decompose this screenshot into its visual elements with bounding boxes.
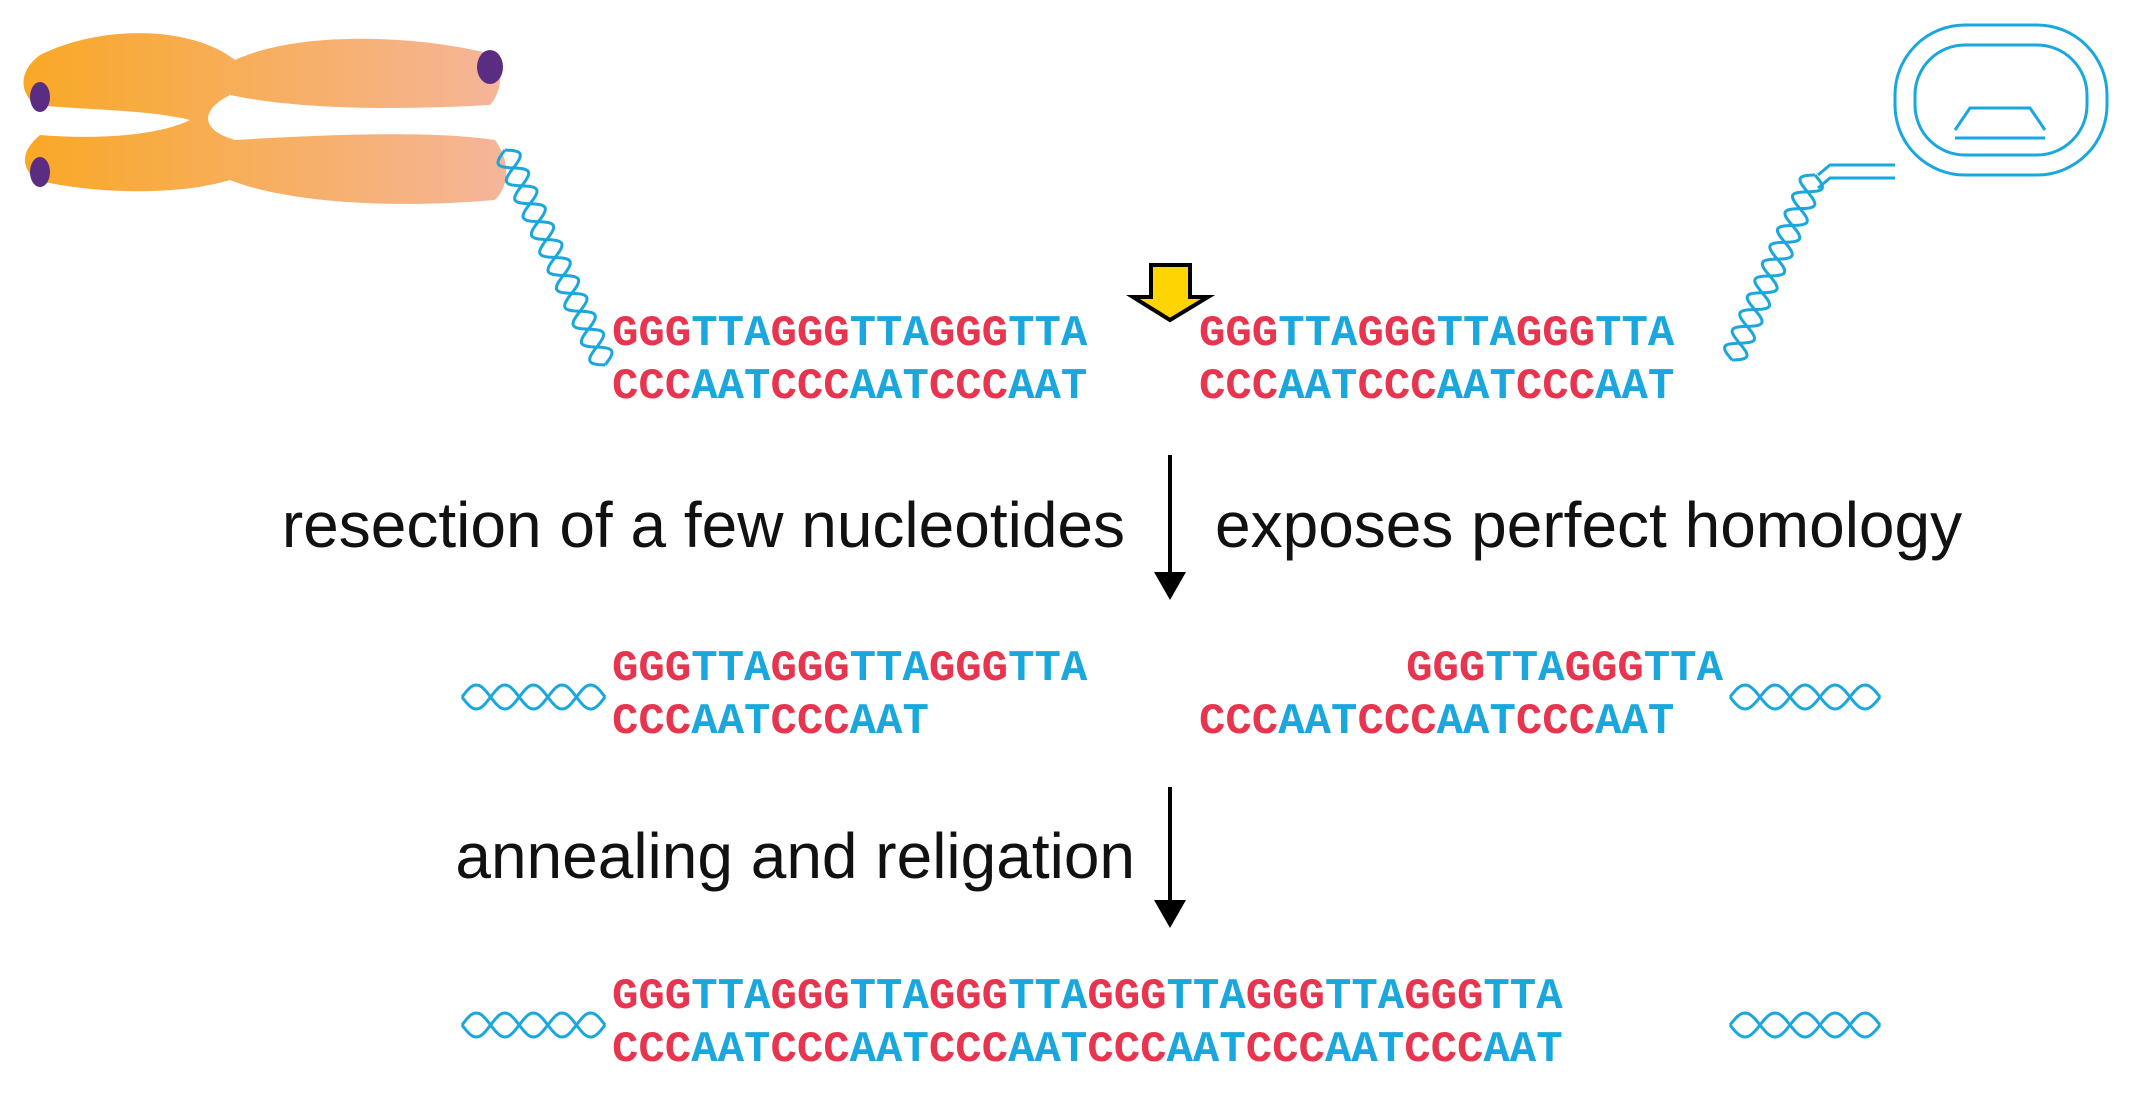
dna-helices: [460, 148, 1882, 1039]
telomere-cap: [477, 50, 503, 84]
sequence-row1-right-top: GGGTTAGGGTTAGGGTTA: [1199, 309, 1675, 359]
caption-homology: exposes perfect homology: [1215, 489, 1962, 561]
sequence-row1-left-bottom: CCCAATCCCAATCCCAAT: [612, 362, 1087, 412]
down-arrow-icon: [1154, 787, 1186, 928]
helix-row3-right-strand-a: [1728, 1011, 1882, 1039]
chromosome-icon: [23, 33, 507, 204]
helix-row3-left-strand-b: [460, 1011, 607, 1039]
telomere-cap: [30, 157, 50, 187]
telomere-cap: [30, 82, 50, 112]
caption-annealing: annealing and religation: [455, 820, 1135, 892]
sequence-row2-right-top: GGGTTAGGGTTA: [1406, 644, 1723, 694]
sequence-row1-right-bottom: CCCAATCCCAATCCCAAT: [1199, 362, 1674, 412]
down-arrow-icon: [1125, 263, 1216, 323]
sequence-row2-left-bottom: CCCAATCCCAAT: [612, 697, 929, 747]
helix-row2-left-strand-b: [460, 683, 607, 711]
helix-left-diagonal-strand-b: [504, 148, 606, 367]
sequence-row1-left-top: GGGTTAGGGTTAGGGTTA: [612, 309, 1088, 359]
helix-row2-left-strand-a: [460, 683, 607, 711]
sequence-row3-bottom: CCCAATCCCAATCCCAATCCCAATCCCAATCCCAAT: [612, 1025, 1563, 1075]
helix-right-diagonal-strand-b: [1730, 174, 1824, 362]
helix-row2-right-strand-a: [1728, 683, 1882, 711]
sequence-row2-right-bottom: CCCAATCCCAATCCCAAT: [1199, 697, 1674, 747]
helix-row3-left-strand-a: [460, 1011, 607, 1039]
caption-resection: resection of a few nucleotides: [282, 489, 1125, 561]
plasmid-icon: [1817, 23, 2109, 190]
helix-right-diagonal-strand-a: [1723, 173, 1817, 361]
helix-row3-right-strand-b: [1728, 1011, 1882, 1039]
down-arrow-icon: [1154, 455, 1186, 600]
sequence-row2-left-top: GGGTTAGGGTTAGGGTTA: [612, 644, 1088, 694]
helix-row2-right-strand-b: [1728, 683, 1882, 711]
sequence-row3-top: GGGTTAGGGTTAGGGTTAGGGTTAGGGTTAGGGTTA: [612, 972, 1563, 1022]
